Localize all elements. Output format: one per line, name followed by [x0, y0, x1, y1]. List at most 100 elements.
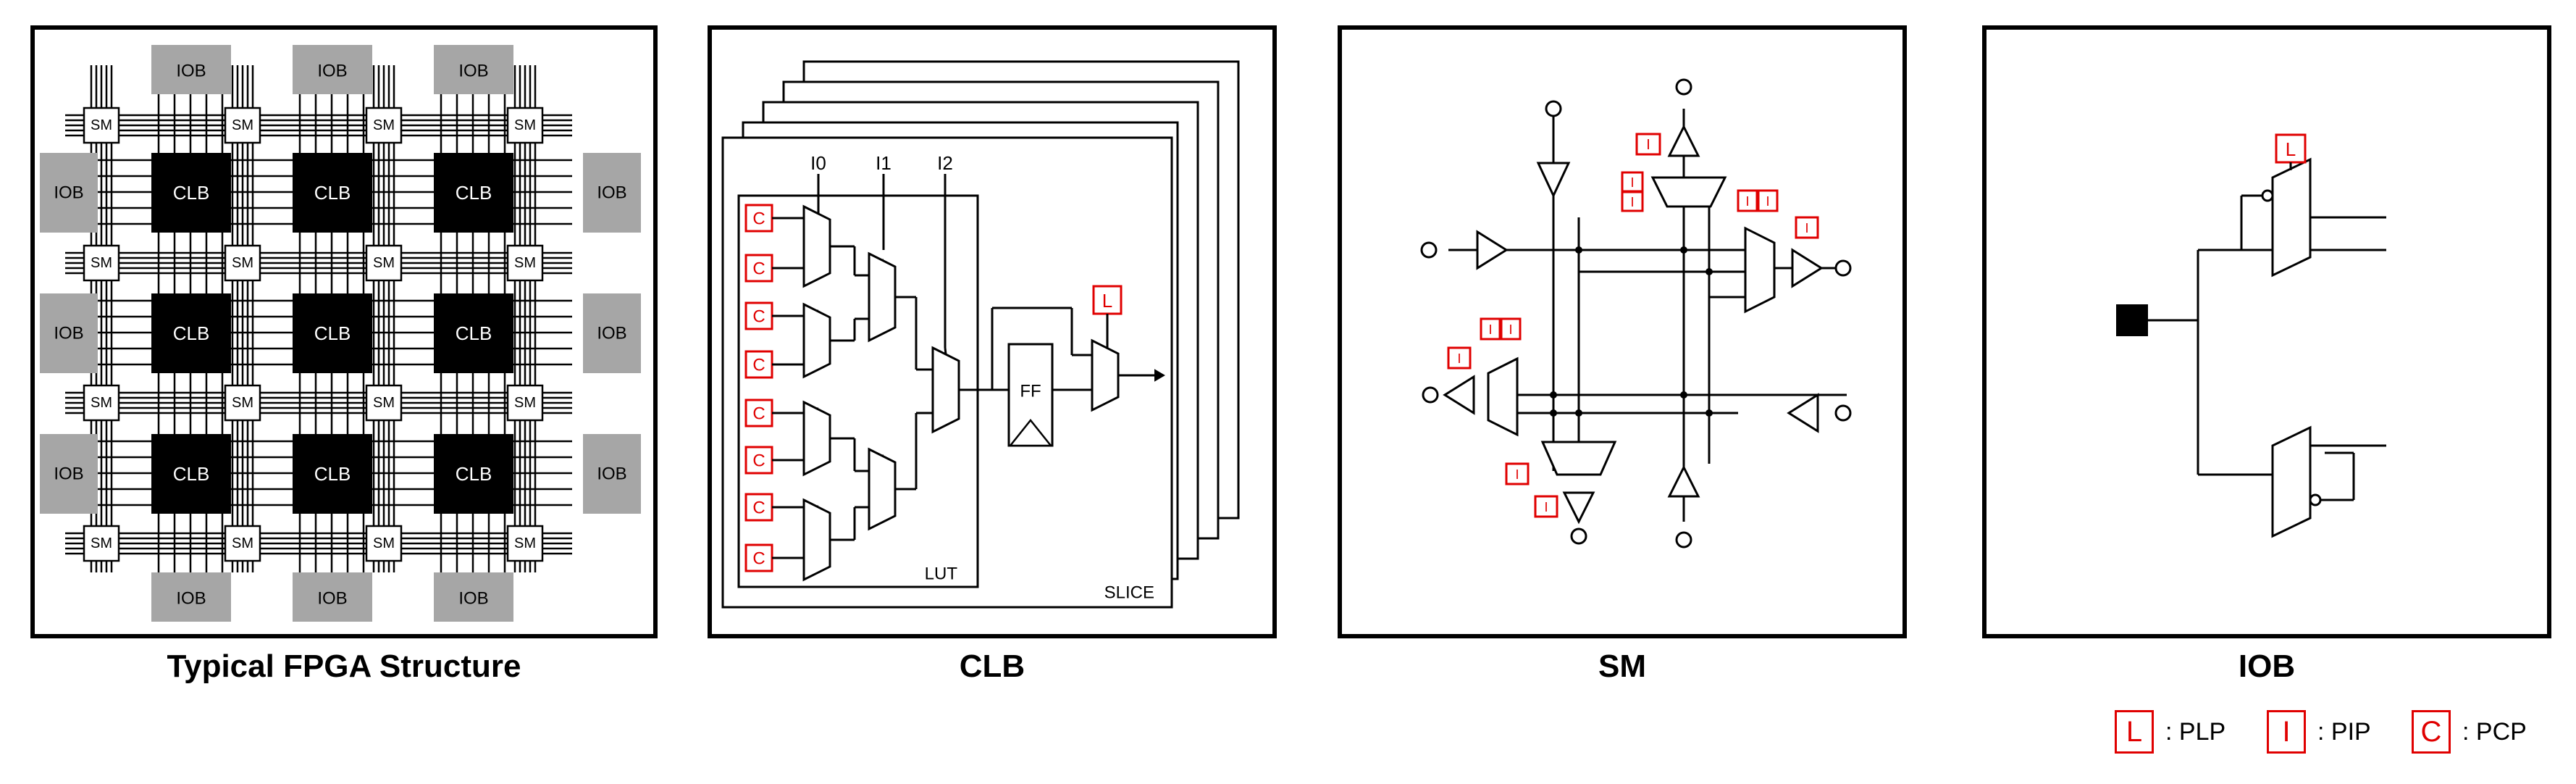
- config-marker-c: C: [752, 356, 765, 375]
- mux-level1: [802, 204, 831, 288]
- iob-detail: L: [2116, 133, 2386, 538]
- iob-top: [434, 45, 513, 94]
- sm-block: [506, 244, 544, 282]
- sm-block: [83, 384, 120, 422]
- pip-marker-i-box: [1635, 133, 1661, 156]
- legend-pip-text: : PIP: [2317, 717, 2371, 746]
- sm-junction: [1706, 268, 1713, 275]
- legend-pcp-marker: C: [2412, 710, 2451, 754]
- config-marker-c: C: [752, 259, 765, 279]
- clb-block: [434, 153, 513, 233]
- sm-block: [224, 107, 261, 144]
- sm-mux-left: [1487, 356, 1519, 437]
- clb-block: [151, 153, 231, 233]
- clb-block-label: CLB: [456, 322, 492, 344]
- iob-output-mux: [2271, 157, 2312, 278]
- pip-marker-i-box: [1534, 495, 1558, 518]
- output-arrow: [1154, 369, 1165, 382]
- sm-junction: [1680, 391, 1687, 399]
- sm-junction: [1575, 409, 1582, 417]
- pip-marker-i-box: [1795, 216, 1819, 239]
- ff-clock-triangle: [1008, 418, 1053, 447]
- sm-junction: [1550, 409, 1557, 417]
- sm-terminal-right: [1834, 259, 1852, 277]
- lut-input-i2: I2: [937, 152, 953, 174]
- pip-marker-i-box: [1500, 317, 1522, 341]
- clb-block: [151, 434, 231, 514]
- clb-block-label: CLB: [314, 463, 351, 485]
- sm-terminal-bottom2: [1675, 531, 1692, 549]
- iob-left: [40, 434, 98, 514]
- sm-buffer-down: [1536, 162, 1571, 199]
- sm-block-label: SM: [514, 535, 536, 551]
- sm-panel-frame: [1338, 25, 1907, 638]
- iob-top-label: IOB: [317, 62, 347, 81]
- iob-right-label: IOB: [597, 183, 626, 203]
- sm-block-label: SM: [514, 395, 536, 411]
- clb-block: [293, 434, 372, 514]
- sm-junction: [1550, 391, 1557, 399]
- sm-buffer-right2: [1791, 248, 1824, 288]
- sm-block: [224, 244, 261, 282]
- clb-block-label: CLB: [314, 322, 351, 344]
- sm-buffer-down2: [1562, 491, 1595, 525]
- legend-pcp: C : PCP: [2412, 706, 2527, 757]
- sm-block-label: SM: [91, 117, 112, 133]
- sm-buffer-right: [1476, 230, 1509, 270]
- sm-block-label: SM: [232, 395, 253, 411]
- select-wire: [944, 347, 947, 355]
- iob-left-label: IOB: [54, 464, 83, 484]
- mux-level2: [868, 447, 897, 531]
- slice-label: SLICE: [1104, 583, 1154, 603]
- iob-bottom-label: IOB: [458, 589, 488, 609]
- sm-mux-bottom: [1540, 441, 1617, 476]
- iob-invert-bubble: [2309, 493, 2322, 506]
- iob-top: [293, 45, 372, 94]
- sm-block: [83, 107, 120, 144]
- clb-block: [293, 293, 372, 373]
- pip-marker-i: I: [1515, 467, 1519, 482]
- sm-block: [83, 525, 120, 562]
- iob-panel-frame: [1982, 25, 2551, 638]
- config-marker-c: C: [752, 549, 765, 569]
- plp-marker-l: L: [1102, 290, 1112, 312]
- sm-block: [224, 525, 261, 562]
- sm-block: [506, 525, 544, 562]
- iob-invert-bubble: [2261, 189, 2274, 202]
- pip-marker-i: I: [1488, 322, 1492, 337]
- sm-mux-top: [1650, 176, 1727, 208]
- pip-marker-i: I: [1630, 195, 1634, 209]
- sm-block: [365, 244, 403, 282]
- config-marker-c: C: [752, 307, 765, 327]
- iob-bottom-label: IOB: [317, 589, 347, 609]
- iob-bottom: [293, 572, 372, 622]
- iob-left: [40, 153, 98, 233]
- clb-block: [293, 153, 372, 233]
- sm-mux-right: [1744, 226, 1776, 314]
- sm-junction: [1680, 246, 1687, 254]
- iob-right: [583, 153, 641, 233]
- clb-block-label: CLB: [173, 322, 210, 344]
- clb-block-label: CLB: [173, 182, 210, 204]
- sm-terminal-top: [1545, 100, 1562, 117]
- iob-top-label: IOB: [458, 62, 488, 81]
- iob-input-mux: [2271, 425, 2312, 538]
- sm-block: [224, 384, 261, 422]
- sm-junction: [1575, 246, 1582, 254]
- sm-block: [365, 525, 403, 562]
- caption-sm: SM: [1598, 649, 1646, 684]
- sm-block-label: SM: [373, 395, 395, 411]
- pip-marker-i: I: [1805, 221, 1808, 235]
- caption-clb: CLB: [959, 649, 1025, 684]
- sm-block-label: SM: [91, 395, 112, 411]
- sm-block-label: SM: [232, 117, 253, 133]
- config-marker-c: C: [752, 451, 765, 471]
- pip-marker-i-box: [1737, 189, 1758, 212]
- sm-terminal-bottom: [1570, 527, 1587, 545]
- clb-block-label: CLB: [314, 182, 351, 204]
